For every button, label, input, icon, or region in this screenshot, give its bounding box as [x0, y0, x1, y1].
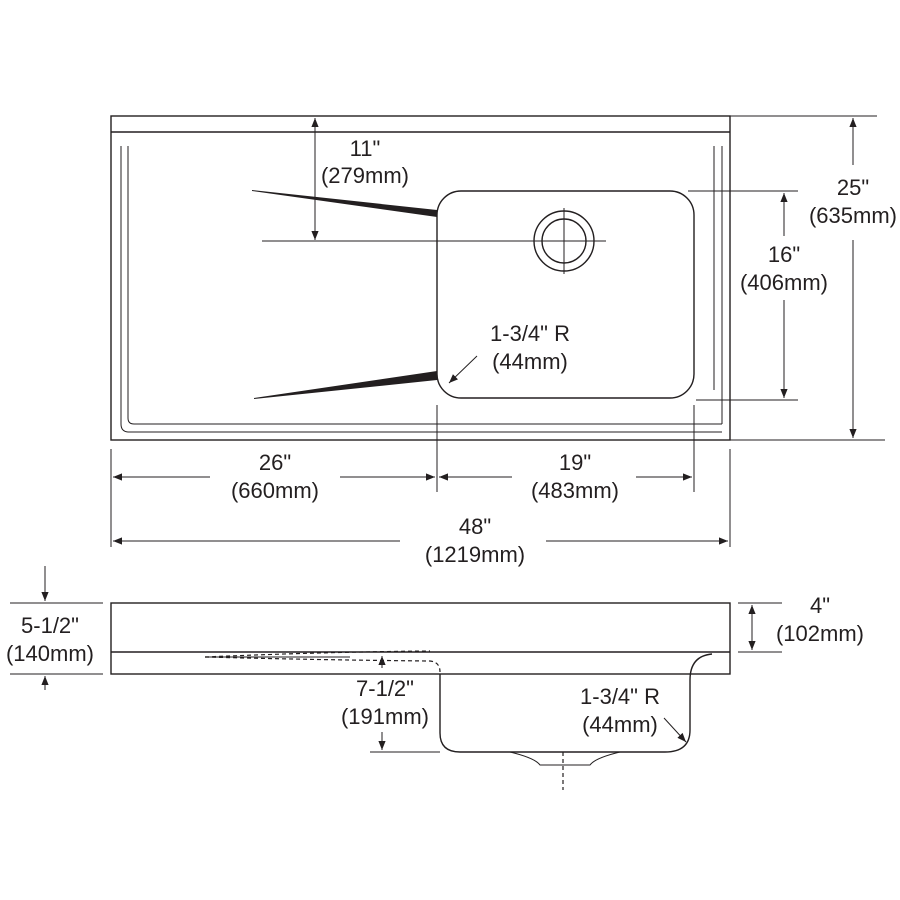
side-bowl-profile — [439, 653, 713, 753]
dim-19-metric: (483mm) — [531, 478, 619, 503]
dim-48-imperial: 48" — [459, 514, 491, 539]
dim-26-metric: (660mm) — [231, 478, 319, 503]
dim-4-metric: (102mm) — [776, 621, 864, 646]
side-radius-leader — [663, 717, 687, 743]
side-view: 5-1/2" (140mm) 4" (102mm) 7-1/2" (191mm)… — [6, 566, 864, 790]
dim-4-imperial: 4" — [810, 593, 830, 618]
dim-25-metric: (635mm) — [809, 203, 897, 228]
dim-19-imperial: 19" — [559, 450, 591, 475]
dim-7-5-imperial: 7-1/2" — [356, 676, 414, 701]
groove-top — [252, 190, 437, 217]
dim-48-metric: (1219mm) — [425, 542, 525, 567]
side-radius-metric: (44mm) — [582, 712, 658, 737]
side-drain-bulge — [509, 751, 621, 766]
sink-outline — [110, 115, 731, 441]
bowl-radius-leader — [448, 355, 478, 384]
top-view: 11" (279mm) 16" (406mm) 25" (635mm) 1-3/… — [110, 115, 897, 567]
side-slope-dashed-1 — [204, 656, 441, 673]
dim-25-imperial: 25" — [837, 175, 869, 200]
dim-11-metric: (279mm) — [321, 163, 409, 188]
dim-5-5-metric: (140mm) — [6, 641, 94, 666]
dim-16-imperial: 16" — [768, 242, 800, 267]
groove-bottom — [254, 371, 437, 399]
dim-26-imperial: 26" — [259, 450, 291, 475]
side-radius-imperial: 1-3/4" R — [580, 684, 660, 709]
dim-16-metric: (406mm) — [740, 270, 828, 295]
dim-7-5-metric: (191mm) — [341, 704, 429, 729]
side-body — [110, 602, 731, 675]
bowl-radius-metric: (44mm) — [492, 349, 568, 374]
rim-line-inner — [127, 146, 722, 425]
dim-5-5-imperial: 5-1/2" — [21, 613, 79, 638]
rim-line-outer — [120, 146, 722, 433]
side-slope-dashed-2 — [204, 650, 431, 658]
dim-11-imperial: 11" — [350, 136, 381, 161]
bowl-radius-imperial: 1-3/4" R — [490, 321, 570, 346]
sink-bowl — [436, 190, 695, 399]
